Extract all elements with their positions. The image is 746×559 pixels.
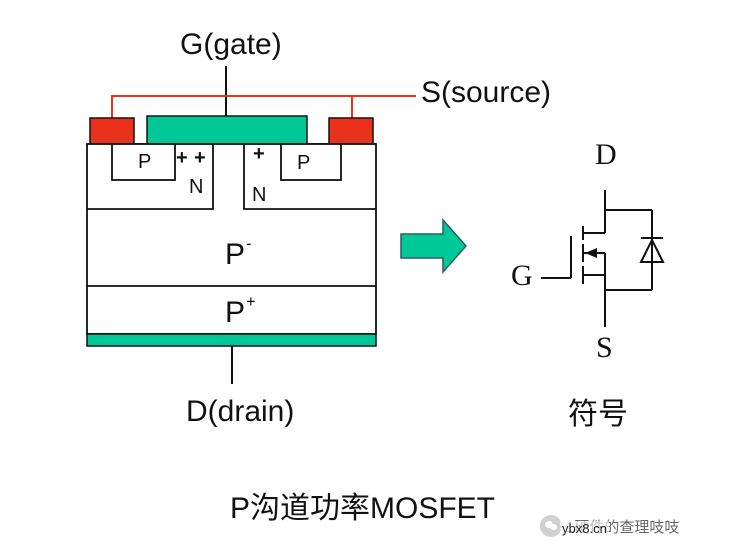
gate-label: G(gate)	[180, 28, 282, 61]
n-well-right	[243, 144, 376, 210]
n-well-label-right: N	[252, 184, 267, 206]
p-region-label-right: P	[297, 152, 311, 174]
diagram-title: P沟道功率MOSFET	[230, 492, 496, 525]
charge-plus-left-1: +	[176, 147, 188, 169]
channel-arrow-icon	[585, 248, 597, 258]
charge-plus-right: +	[253, 143, 265, 165]
watermark-site: ybx8.cn	[560, 521, 609, 536]
source-wire	[111, 95, 416, 118]
source-contact-right	[328, 117, 374, 145]
symbol-caption: 符号	[568, 398, 628, 431]
symbol-source-label: S	[596, 331, 613, 364]
right-arrow-icon	[400, 218, 468, 274]
p-plus-layer-label: P+	[225, 293, 256, 329]
wechat-icon	[540, 515, 562, 537]
drain-label: D(drain)	[186, 395, 295, 428]
p-region-left	[111, 143, 176, 181]
n-well-label-left: N	[189, 176, 204, 198]
source-contact-left	[89, 117, 135, 145]
mosfet-symbol	[541, 190, 663, 327]
symbol-drain-label: D	[595, 138, 617, 171]
gate-electrode	[146, 115, 308, 145]
n-well-left	[87, 144, 214, 210]
p-minus-layer-label: P-	[225, 235, 252, 271]
drain-metal	[86, 333, 377, 347]
source-label: S(source)	[421, 76, 552, 109]
symbol-gate-label: G	[511, 259, 533, 292]
diode-icon	[639, 237, 665, 263]
p-region-right	[280, 143, 342, 181]
p-region-label-left: P	[138, 151, 152, 173]
charge-plus-left-2: +	[194, 147, 206, 169]
